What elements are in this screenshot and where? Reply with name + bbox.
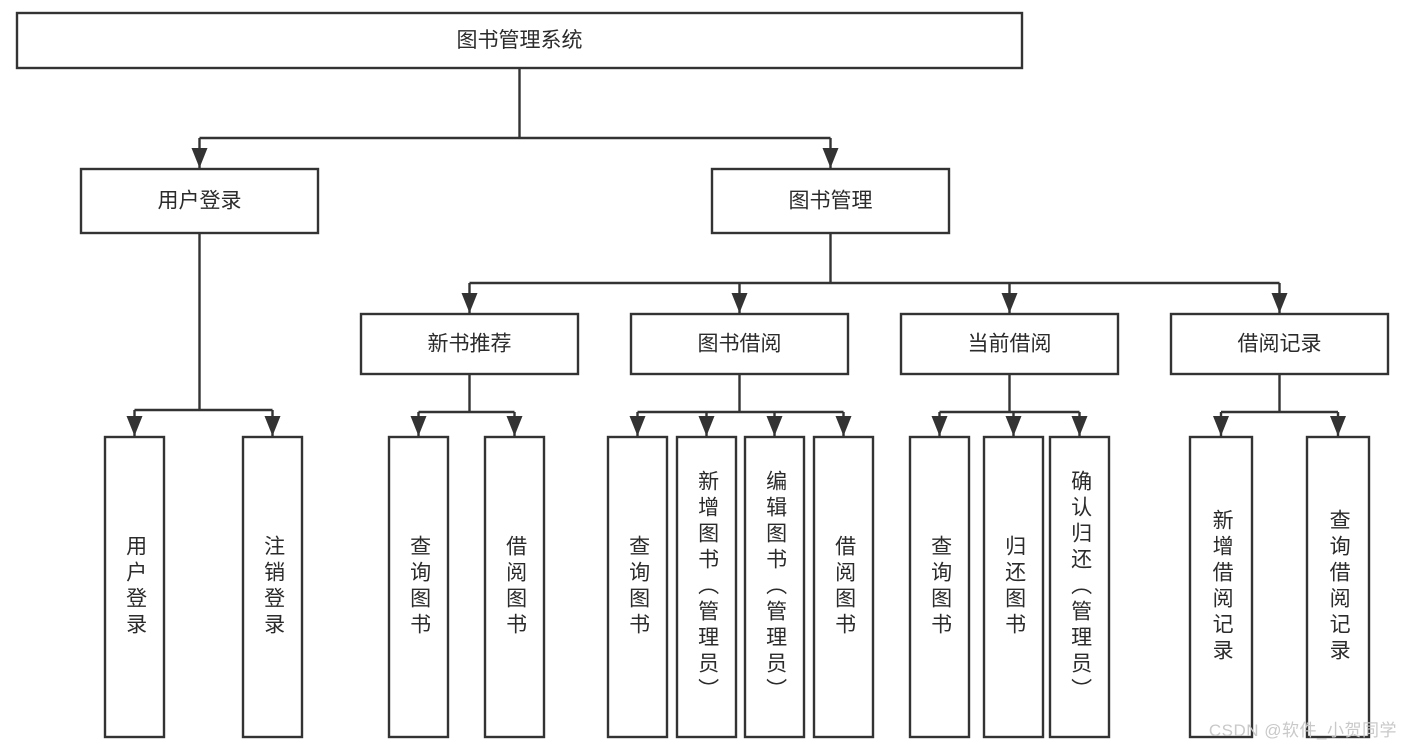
arrow-head-icon [731,293,748,313]
node-boxes-layer [15,11,1390,739]
node-leaf-2[interactable] [387,435,450,739]
arrow-head-icon [698,416,715,436]
arrow-head-icon [506,416,523,436]
node-root-label: 图书管理系统 [457,29,583,52]
arrow-head-icon [191,148,208,168]
node-leaf-3[interactable] [483,435,546,739]
arrow-head-icon [766,416,783,436]
arrow-head-icon [1005,416,1022,436]
node-leaf-0[interactable] [103,435,166,739]
node-leaf-6[interactable] [743,435,806,739]
node-leaf-12[interactable] [1305,435,1371,739]
arrow-head-icon [931,416,948,436]
arrow-head-icon [1330,416,1346,436]
node-l3-1[interactable] [629,312,850,376]
arrow-head-icon [1001,293,1018,313]
arrow-head-icon [126,416,143,436]
node-l3-0[interactable] [359,312,580,376]
arrow-head-icon [461,293,478,313]
node-l3-3[interactable] [1169,312,1390,376]
node-l2-1-label: 图书管理 [789,190,873,213]
node-leaf-4[interactable] [606,435,669,739]
node-l2-1[interactable] [710,167,951,235]
node-leaf-9[interactable] [982,435,1045,739]
node-l3-2-label: 当前借阅 [968,333,1052,356]
node-leaf-11[interactable] [1188,435,1254,739]
arrow-head-icon [822,148,839,168]
arrow-head-icon [835,416,852,436]
node-l2-0[interactable] [79,167,320,235]
node-l3-1-label: 图书借阅 [698,333,782,356]
node-l2-0-label: 用户登录 [158,190,242,213]
arrow-head-icon [1213,416,1229,436]
node-leaf-8[interactable] [908,435,971,739]
arrow-head-icon [410,416,427,436]
arrow-head-icon [264,416,281,436]
node-l3-0-label: 新书推荐 [428,333,512,356]
arrow-head-icon [1071,416,1088,436]
node-root[interactable] [15,11,1024,70]
node-l3-3-label: 借阅记录 [1238,333,1322,356]
node-l3-2[interactable] [899,312,1120,376]
node-leaf-7[interactable] [812,435,875,739]
node-leaf-1[interactable] [241,435,304,739]
arrow-head-icon [1271,293,1288,313]
watermark-text: CSDN @软件_小贺同学 [1208,721,1397,740]
node-leaf-5[interactable] [675,435,738,739]
node-leaf-10[interactable] [1048,435,1111,739]
arrow-head-icon [629,416,646,436]
connectors-layer [126,68,1346,436]
